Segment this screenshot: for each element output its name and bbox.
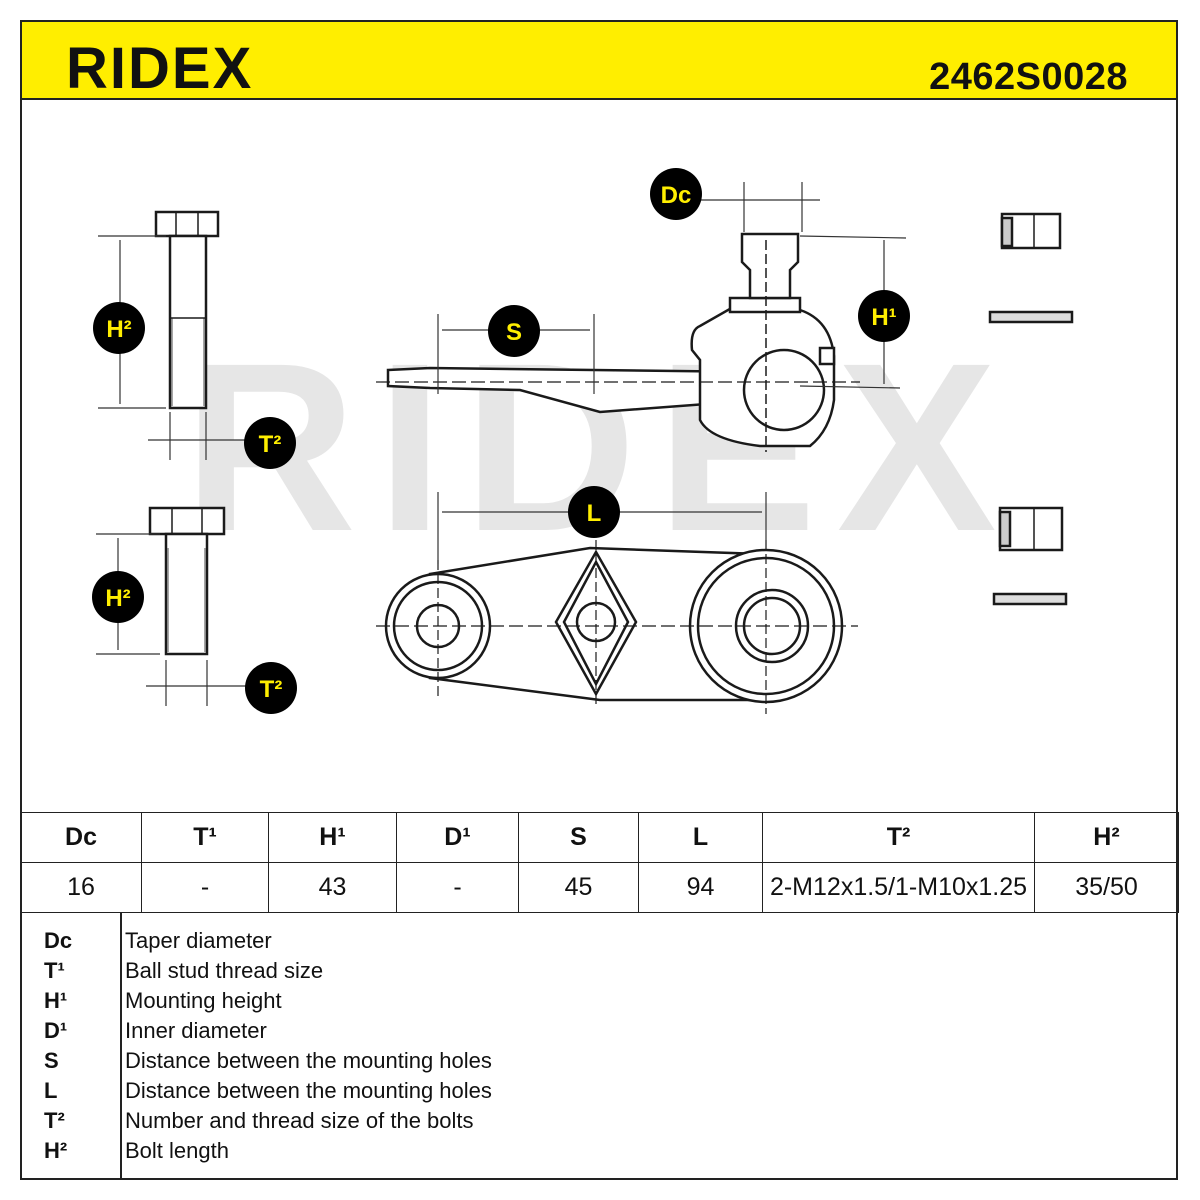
label-l-text: L [587,500,602,527]
header-d1: D¹ [396,812,519,863]
label-h1: H¹ [858,290,910,342]
header-t2: T² [762,812,1035,863]
label-h2-top-text: H² [106,316,131,343]
ball-joint-top-view [376,540,858,714]
value-t1: - [141,862,269,913]
label-s: S [488,305,540,357]
legend-description: Mounting height [125,988,282,1013]
header-dc: Dc [20,812,142,863]
watermark: RIDEX [183,313,1016,581]
nut-bottom [998,506,1064,552]
label-dc: Dc [650,168,702,220]
legend-item: Dc Taper diameter [20,926,1120,956]
legend-divider [120,912,122,1180]
header-h1: H¹ [268,812,397,863]
label-t2-top: T² [244,417,296,469]
value-dc: 16 [20,862,142,913]
legend-symbol: L [44,1078,58,1103]
label-h2-bottom: H² [92,571,144,623]
legend-item: T² Number and thread size of the bolts [20,1106,1120,1136]
legend-symbol: H¹ [44,988,68,1013]
technical-drawing: RIDEX [92,168,1074,714]
legend: Dc Taper diameter T¹ Ball stud thread si… [20,912,1178,1180]
header-s: S [518,812,639,863]
header-bar: RIDEX 2462S0028 [20,20,1178,100]
legend-description: Number and thread size of the bolts [125,1108,474,1133]
legend-symbol: H² [44,1138,68,1163]
label-dc-text: Dc [661,182,692,209]
legend-description: Taper diameter [125,928,272,953]
nut-top [1000,212,1062,250]
value-l: 94 [638,862,763,913]
value-t2: 2-M12x1.5/1-M10x1.25 [762,862,1035,913]
value-h1: 43 [268,862,397,913]
label-t2-top-text: T² [259,431,282,458]
legend-symbol: T¹ [44,958,65,983]
legend-item: L Distance between the mounting holes [20,1076,1120,1106]
value-h2: 35/50 [1034,862,1179,913]
legend-item: H² Bolt length [20,1136,1120,1166]
header-h2: H² [1034,812,1179,863]
label-h1-text: H¹ [871,304,896,331]
specs-header-row: Dc T¹ H¹ D¹ S L T² H² [20,812,1179,863]
label-l: L [568,486,620,538]
label-t2-bottom-text: T² [260,676,283,703]
washer-bottom [992,592,1068,606]
legend-description: Inner diameter [125,1018,267,1043]
part-number: 2462S0028 [929,56,1128,98]
legend-description: Ball stud thread size [125,958,324,983]
legend-item: H¹ Mounting height [20,986,1120,1016]
legend-description: Distance between the mounting holes [125,1078,492,1103]
legend-description: Bolt length [125,1138,229,1163]
bolt-bottom [148,506,226,656]
label-h2-top: H² [93,302,145,354]
brand-logo: RIDEX [66,36,254,101]
value-s: 45 [518,862,639,913]
washer-top [988,310,1074,324]
legend-description: Distance between the mounting holes [125,1048,492,1073]
legend-symbol: S [44,1048,59,1073]
specs-value-row: 16 - 43 - 45 94 2-M12x1.5/1-M10x1.25 35/… [20,862,1179,913]
label-t2-bottom: T² [245,662,297,714]
value-d1: - [396,862,519,913]
label-h2-bottom-text: H² [105,585,130,612]
legend-item: T¹ Ball stud thread size [20,956,1120,986]
legend-symbol: Dc [44,928,73,953]
specs-table: Dc T¹ H¹ D¹ S L T² H² 16 - 43 - 45 94 2-… [20,812,1179,913]
header-l: L [638,812,763,863]
legend-symbol: T² [44,1108,65,1133]
legend-symbol: D¹ [44,1018,68,1043]
ball-joint-side-view [376,232,860,452]
legend-item: D¹ Inner diameter [20,1016,1120,1046]
legend-item: S Distance between the mounting holes [20,1046,1120,1076]
bolt-top [154,210,220,410]
label-s-text: S [506,319,522,346]
header-t1: T¹ [141,812,269,863]
